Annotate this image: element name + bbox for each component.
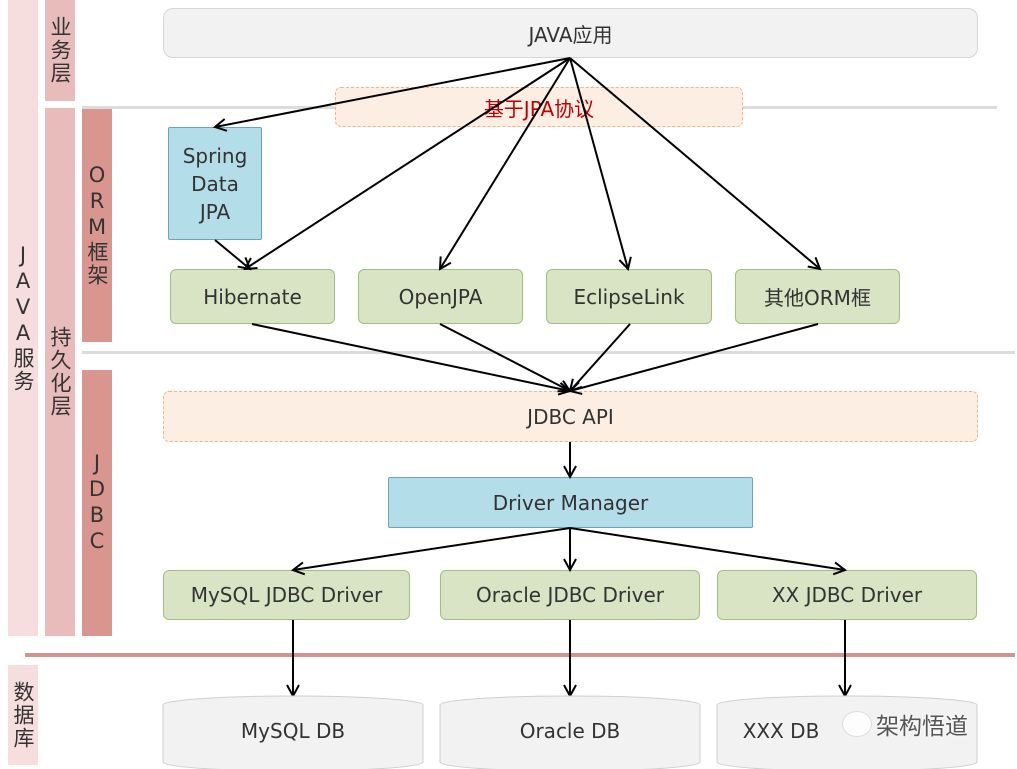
arrow-app-spring	[215, 57, 571, 127]
other-orm-box: 其他ORM框	[735, 269, 900, 324]
jdbc-label: JDBC	[82, 370, 112, 636]
watermark: 架构悟道	[842, 708, 968, 740]
orm-framework-text: ORM框架	[85, 163, 109, 287]
jdbc-text: JDBC	[85, 451, 109, 555]
divider-database	[25, 653, 1015, 657]
java-service-label: JAVA服务	[8, 0, 38, 636]
business-layer-text: 业务层	[48, 16, 72, 85]
persistence-layer-label: 持久化层	[45, 108, 75, 636]
arrow-dm-mysql	[293, 527, 571, 570]
arrow-app-eclipselink	[569, 57, 628, 269]
mysql-db-label: MySQL DB	[240, 719, 346, 743]
driver-manager-box: Driver Manager	[388, 477, 753, 528]
oracle-db-label: Oracle DB	[519, 719, 621, 743]
wechat-icon	[842, 711, 872, 737]
database-label: 数据库	[8, 665, 38, 765]
arrow-other-jdbc	[570, 323, 819, 391]
mysql-driver-box: MySQL JDBC Driver	[163, 570, 410, 620]
openjpa-box: OpenJPA	[358, 269, 523, 324]
arrow-app-other	[569, 57, 820, 269]
arrow-app-openjpa	[440, 57, 571, 269]
oracle-db-cylinder	[439, 695, 701, 769]
xxx-db-label: XXX DB	[742, 719, 820, 743]
eclipselink-box: EclipseLink	[546, 269, 712, 324]
watermark-text: 架构悟道	[876, 714, 968, 740]
jdbc-api-box: JDBC API	[163, 391, 978, 442]
divider-orm	[82, 351, 1015, 354]
arrow-spring-hibernate	[214, 239, 250, 269]
business-layer-label: 业务层	[45, 0, 75, 101]
persistence-layer-text: 持久化层	[48, 326, 72, 418]
mysql-db-cylinder	[162, 695, 424, 769]
arrow-hibernate-jdbc	[251, 323, 570, 391]
spring-data-jpa-box: Spring Data JPA	[168, 127, 262, 240]
arrow-dm-xx	[569, 527, 845, 570]
orm-framework-label: ORM框架	[82, 108, 112, 342]
java-service-text: JAVA服务	[11, 243, 35, 393]
arrow-eclipselink-jdbc	[570, 323, 631, 391]
database-text: 数据库	[11, 680, 35, 750]
arrow-app-hibernate	[245, 57, 571, 269]
arrow-openjpa-jdbc	[439, 323, 570, 391]
